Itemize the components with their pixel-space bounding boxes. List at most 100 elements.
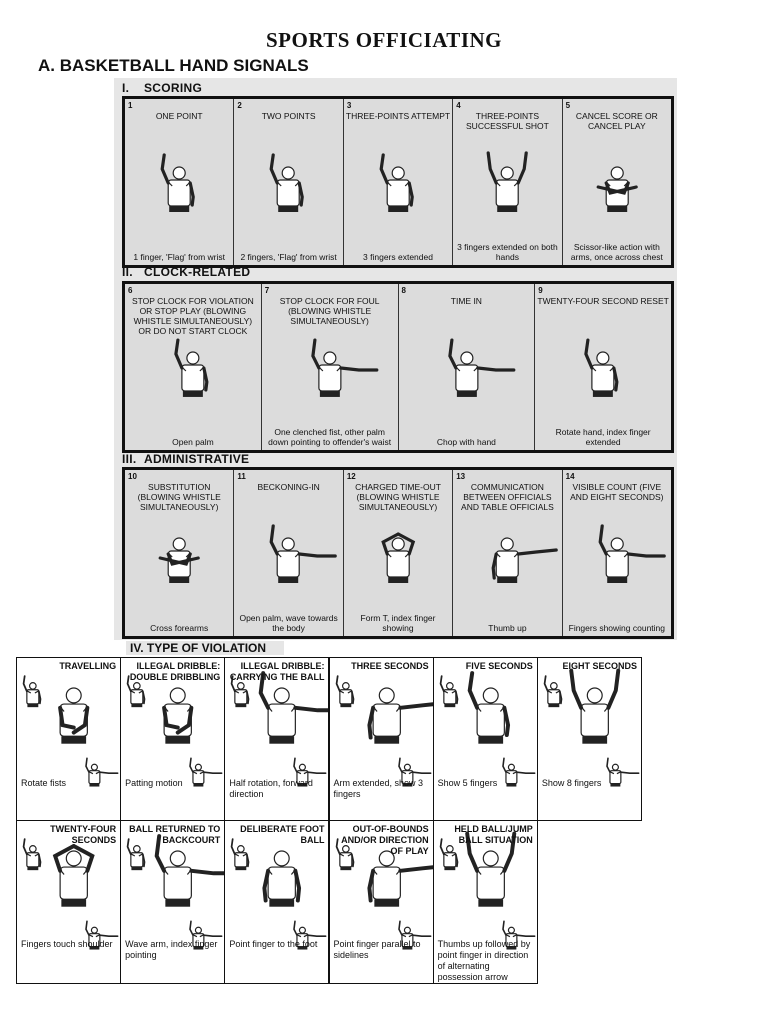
- referee-figure: [381, 532, 415, 583]
- signal-title: SUBSTITUTION (blowing whistle simultaneo…: [137, 482, 221, 512]
- violation-caption: Point finger parallel to sidelines: [333, 939, 421, 960]
- referee-figure: [311, 338, 379, 397]
- referee-figure: [491, 537, 559, 583]
- violation-caption: Point finger to the foot: [229, 939, 318, 949]
- referee-figure: [269, 153, 305, 212]
- referee-figure: [231, 675, 250, 708]
- referee-illustration: [543, 668, 640, 787]
- referee-illustration: [22, 838, 119, 950]
- violation-caption: Wave arm, index finger pointing: [125, 939, 218, 960]
- referee-figure: [126, 838, 146, 871]
- violation-caption: Thumbs up followed by point finger in di…: [437, 939, 531, 982]
- signal-caption: Cross forearms: [150, 623, 209, 633]
- section-name: ADMINISTRATIVE: [144, 452, 250, 466]
- referee-illustration: [126, 675, 223, 787]
- referee-figure: [569, 668, 621, 744]
- signal-caption: Open palm, wave towards the body: [239, 613, 338, 633]
- signal-title: ONE POINT: [155, 111, 203, 121]
- signal-number: 8: [401, 286, 406, 295]
- referee-figure: [447, 338, 515, 397]
- signal-title: CANCEL SCORE OR CANCEL PLAY: [575, 111, 658, 131]
- referee-figure: [269, 524, 338, 583]
- referee-illustration: [269, 153, 305, 212]
- referee-figure: [584, 338, 619, 397]
- violation-title: ILLEGAL DRIBBLE: CARRYING THE BALL: [229, 661, 325, 682]
- section-numeral: III.: [122, 452, 137, 466]
- referee-illustration: [379, 153, 414, 212]
- referee-figure: [231, 838, 250, 871]
- signal-number: 6: [128, 286, 133, 295]
- signal-caption: Rotate hand, index finger extended: [555, 427, 651, 447]
- referee-figure: [366, 687, 433, 744]
- signal-number: 12: [346, 472, 356, 481]
- signal-number: 11: [237, 472, 246, 481]
- violation-caption: Half rotation, forward direction: [229, 778, 313, 799]
- violation-card: DELIBERATE FOOT BALL Point finger to the …: [224, 820, 330, 984]
- referee-illustration: [598, 524, 666, 583]
- referee-illustration: [269, 524, 338, 583]
- signal-number: 10: [128, 472, 137, 481]
- referee-figure: [596, 166, 638, 212]
- referee-figure: [174, 338, 209, 397]
- signal-number: 4: [456, 101, 461, 110]
- referee-illustration: [596, 166, 638, 212]
- section-heading: A. BASKETBALL HAND SIGNALS: [38, 56, 309, 75]
- signal-title: CHARGED TIME-OUT (blowing whistle simult…: [355, 482, 441, 512]
- signal-title: TWENTY-FOUR SECOND RESET: [537, 296, 669, 306]
- referee-figure: [464, 831, 516, 907]
- signal-title: TIME IN: [450, 296, 482, 306]
- referee-figure: [85, 920, 119, 950]
- signal-caption: 2 fingers, 'Flag' from wrist: [240, 252, 337, 262]
- referee-figure: [22, 675, 42, 708]
- signal-title: THREE-POINTS SUCCESSFUL SHOT: [466, 111, 549, 131]
- referee-figure: [501, 757, 536, 787]
- signal-title: VISIBLE COUNT (Five and eight seconds): [570, 482, 664, 502]
- violation-title: DELIBERATE FOOT BALL: [240, 824, 325, 845]
- violation-title: FIVE SECONDS: [465, 661, 533, 671]
- referee-illustration: [22, 675, 119, 787]
- referee-illustration: [491, 537, 559, 583]
- violation-caption: Show 8 fingers: [541, 778, 602, 788]
- signal-title: STOP CLOCK FOR FOUL (blowing whistle sim…: [279, 296, 380, 326]
- section-name: CLOCK-RELATED: [144, 265, 251, 279]
- referee-figure: [52, 844, 95, 907]
- signal-title: BECKONING-IN: [257, 482, 320, 492]
- referee-figure: [158, 537, 200, 583]
- referee-illustration: [158, 537, 200, 583]
- referee-figure: [379, 153, 414, 212]
- signal-title: TWO POINTS: [261, 111, 316, 121]
- section-name: SCORING: [144, 81, 203, 95]
- referee-figure: [501, 920, 536, 950]
- section-name: TYPE OF VIOLATION: [146, 641, 267, 655]
- referee-figure: [606, 757, 640, 787]
- signal-number: 3: [346, 101, 352, 110]
- signal-caption: Fingers showing counting: [568, 623, 666, 633]
- referee-figure: [85, 757, 119, 787]
- referee-figure: [262, 850, 302, 907]
- referee-figure: [598, 524, 666, 583]
- referee-illustration: [335, 675, 433, 787]
- referee-illustration: [335, 838, 433, 950]
- violation-title: ILLEGAL DRIBBLE: DOUBLE DRIBBLING: [129, 661, 221, 682]
- referee-figure: [335, 838, 354, 871]
- referee-figure: [189, 920, 223, 950]
- section-label-violation: IV. TYPE OF VIOLATION: [126, 641, 284, 655]
- referee-figure: [126, 675, 146, 708]
- signal-caption: Thumb up: [488, 623, 527, 633]
- violation-caption: Fingers touch shoulder: [21, 939, 113, 949]
